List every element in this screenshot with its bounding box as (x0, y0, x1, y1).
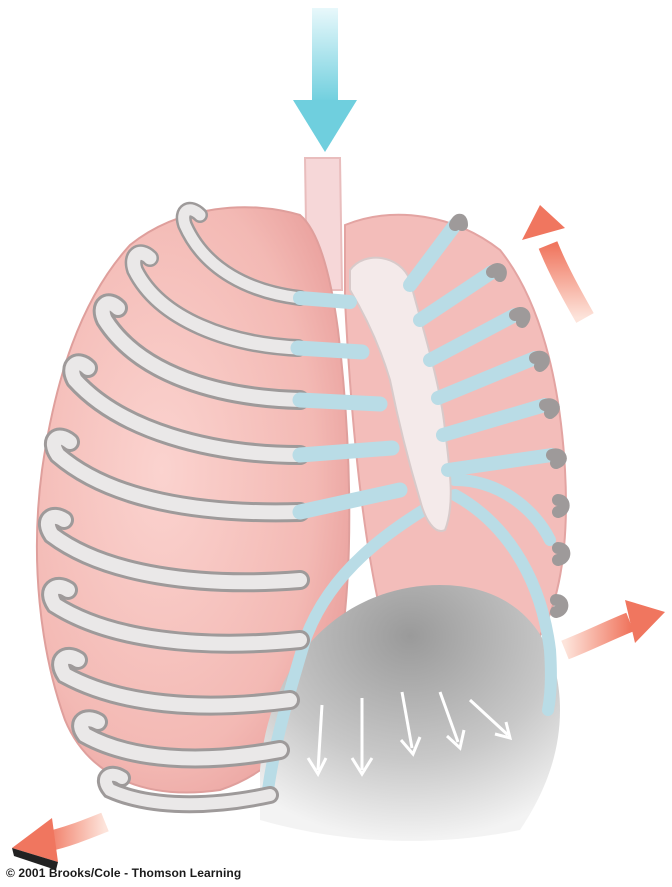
rib-right-8 (558, 548, 564, 560)
rib-motion-arrow-left (12, 818, 105, 870)
rib-motion-arrow-top (522, 205, 585, 318)
airflow-in-arrow (293, 8, 357, 152)
rib-right-9 (556, 600, 562, 612)
rib-motion-arrow-right (565, 600, 665, 650)
rib-right-7 (558, 500, 564, 512)
copyright-credit: © 2001 Brooks/Cole - Thomson Learning (6, 866, 241, 880)
